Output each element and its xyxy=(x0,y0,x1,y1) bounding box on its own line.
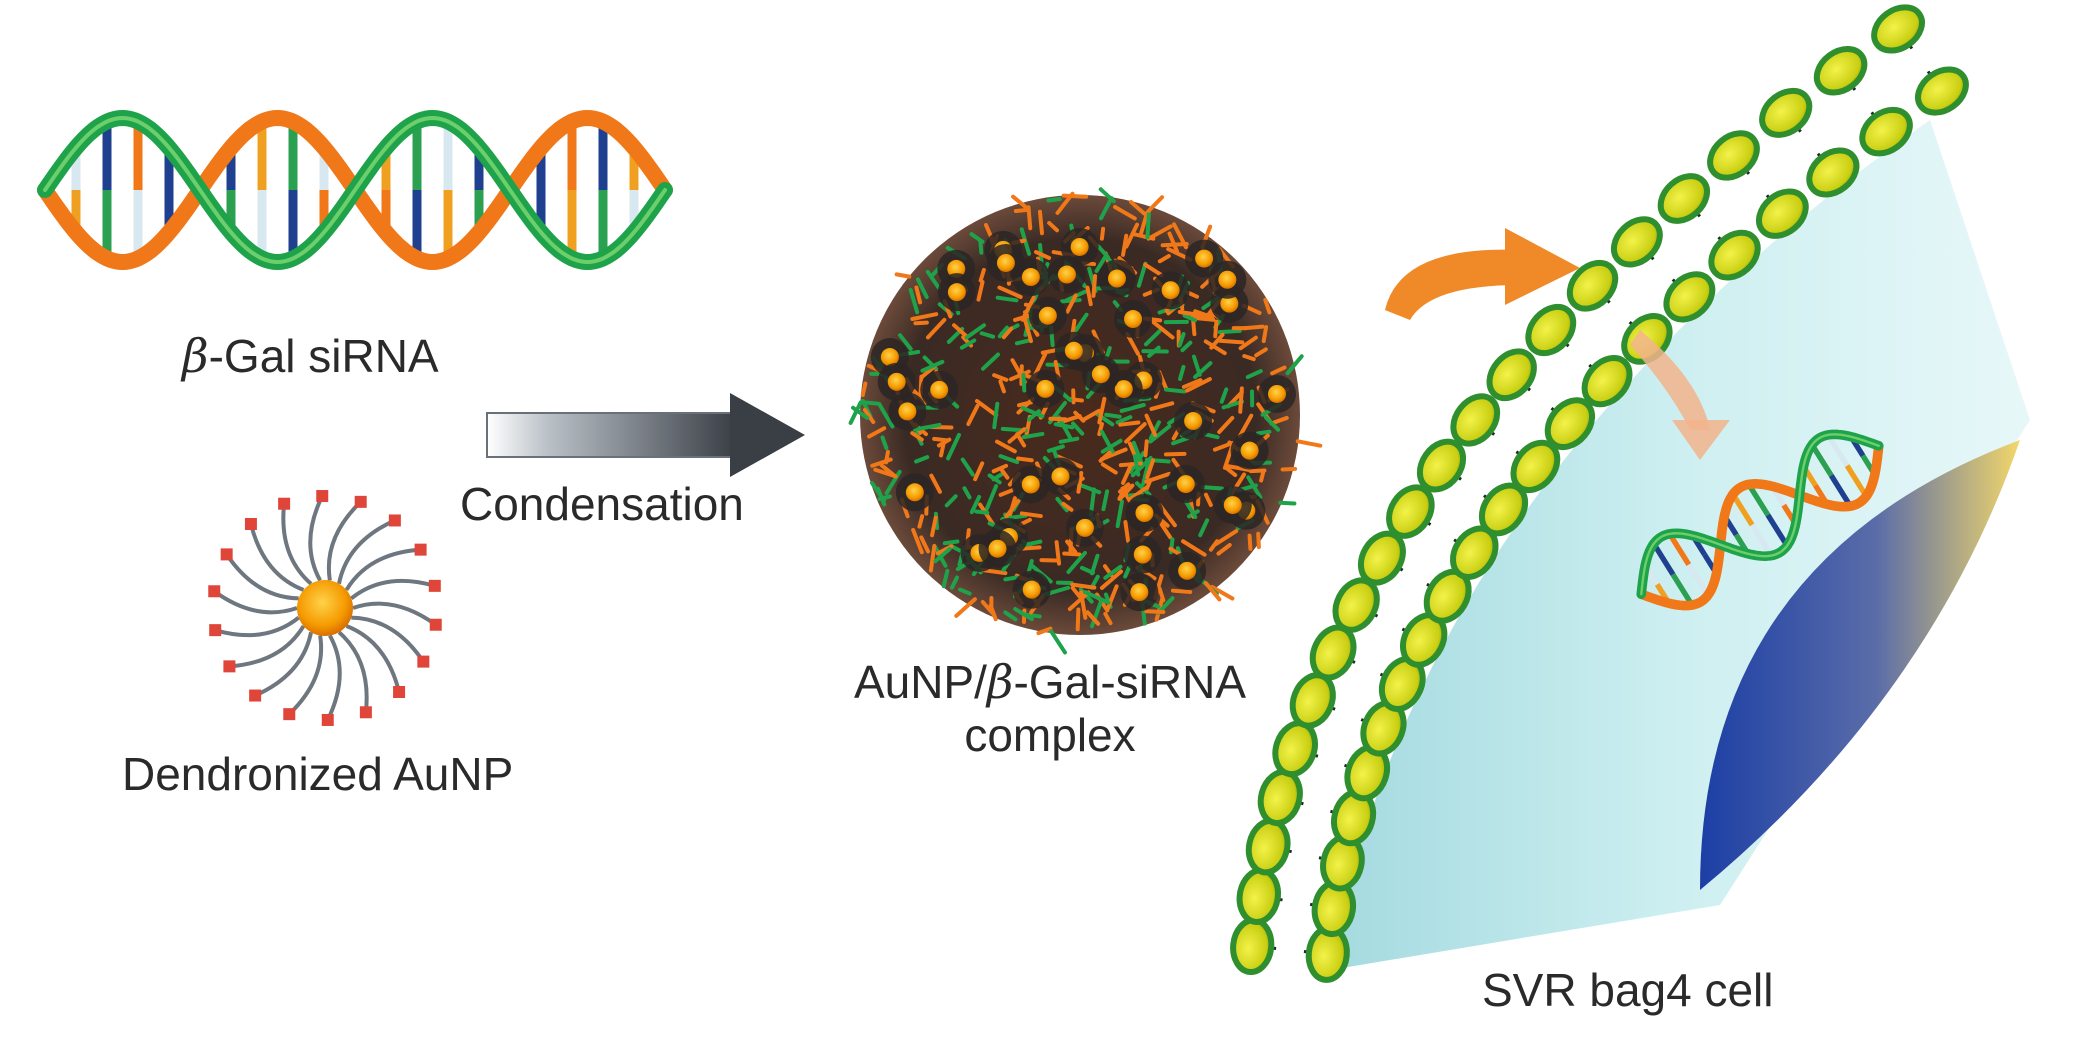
internalized-sirna-icon xyxy=(1636,429,1884,611)
complex-label-line2: complex xyxy=(964,708,1136,761)
condensation-arrow xyxy=(486,393,805,477)
cell-label: SVR bag4 cell xyxy=(1482,964,1774,1016)
sirna-helix-icon xyxy=(37,109,673,271)
sirna-label: β-Gal siRNA xyxy=(182,330,439,383)
condensation-label: Condensation xyxy=(460,478,744,530)
cell-cytoplasm xyxy=(1330,120,2030,970)
lipid-bilayer-membrane xyxy=(1230,4,1969,983)
complex-label-line1: AuNP/β-Gal-siRNA xyxy=(800,656,1300,709)
sirna-label-text: -Gal siRNA xyxy=(208,330,439,382)
sirna-label-greek: β xyxy=(182,329,209,383)
complex-label-b: -Gal-siRNA xyxy=(1013,656,1247,708)
aunp-sirna-complex-icon xyxy=(848,187,1323,655)
nucleus-icon xyxy=(1700,440,2020,890)
dendronized-aunp-icon xyxy=(208,490,442,726)
complex-label: AuNP/β-Gal-siRNA complex xyxy=(800,656,1300,762)
uptake-arrow xyxy=(1385,228,1730,460)
dendronized-aunp-label: Dendronized AuNP xyxy=(122,748,514,800)
complex-label-greek: β xyxy=(986,655,1014,709)
complex-label-a: AuNP/ xyxy=(853,656,987,708)
